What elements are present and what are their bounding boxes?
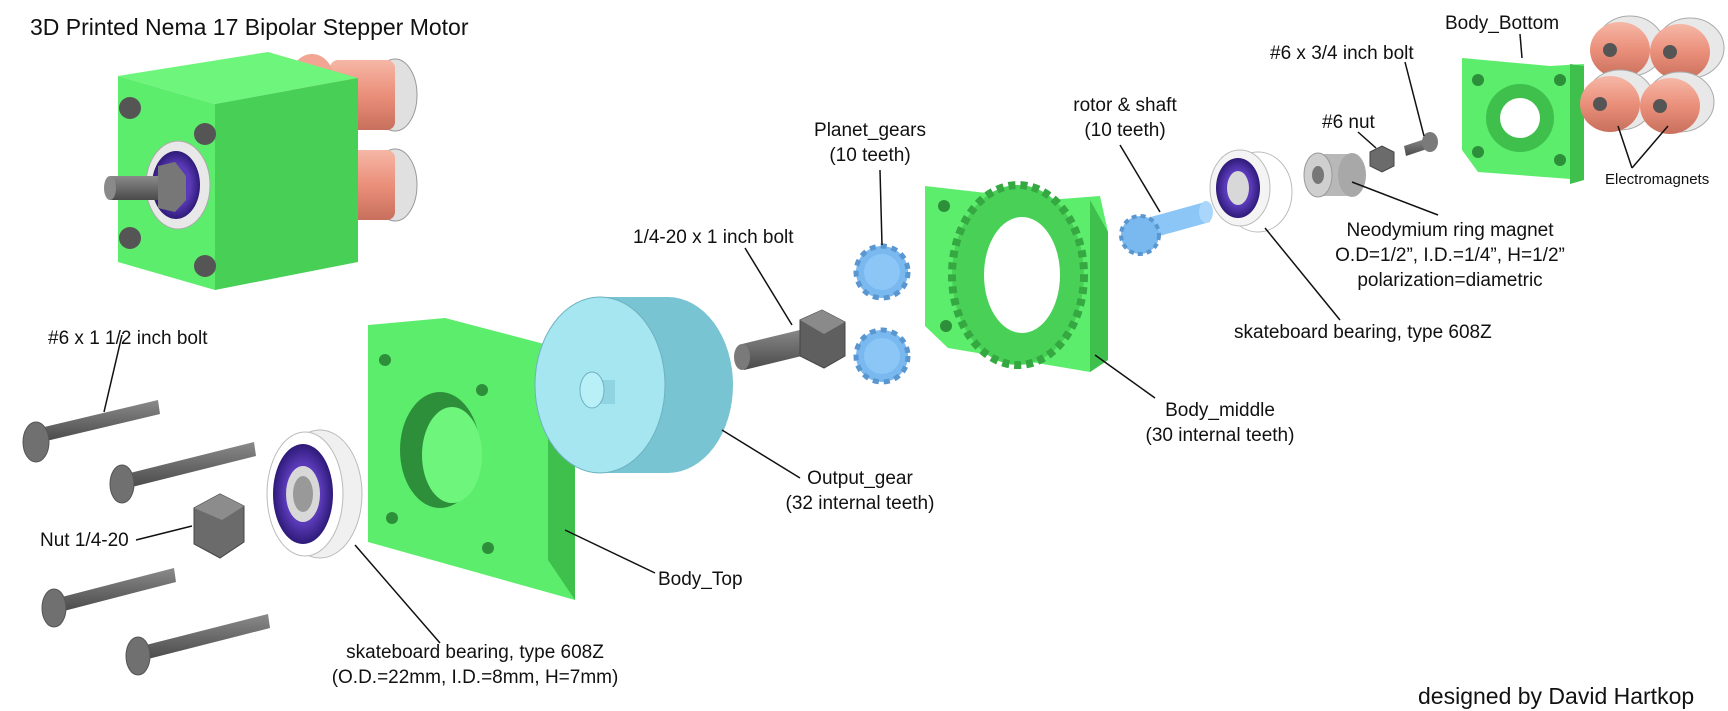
coil-2 [1650, 17, 1725, 80]
label-output-gear: Output_gear (32 internal teeth) [770, 466, 950, 516]
bolt-b [109, 442, 256, 504]
bolt-d [125, 614, 270, 676]
label-body-middle-line1: Body_middle [1165, 400, 1275, 421]
label-planet-gears-line2: (10 teeth) [829, 145, 911, 166]
bolts-6-long [22, 400, 270, 676]
label-electromagnets: Electromagnets [1605, 171, 1710, 188]
label-body-bottom: Body_Bottom [1445, 13, 1560, 34]
body-bottom [1462, 58, 1584, 184]
nut-quarter-20 [193, 493, 245, 559]
label-output-gear-line1: Output_gear [807, 468, 913, 489]
electromagnets [1580, 15, 1725, 134]
label-body-middle-line2: (30 internal teeth) [1145, 425, 1295, 446]
label-front-bearing: skateboard bearing, type 608Z (O.D.=22mm… [310, 640, 640, 690]
label-body-top: Body_Top [658, 569, 743, 590]
label-ring-magnet: Neodymium ring magnet O.D=1/2”, I.D.=1/4… [1300, 218, 1600, 293]
label-rotor-shaft-line2: (10 teeth) [1084, 120, 1166, 141]
rear-bearing [1209, 149, 1293, 233]
label-ring-magnet-line2: O.D=1/2”, I.D.=1/4”, H=1/2” [1335, 245, 1565, 266]
assembled-motor [104, 52, 418, 290]
planet-gear-upper [853, 243, 911, 301]
label-rotor-shaft: rotor & shaft (10 teeth) [1055, 93, 1195, 143]
label-body-middle: Body_middle (30 internal teeth) [1125, 398, 1315, 448]
label-nut-6: #6 nut [1322, 112, 1375, 133]
quarter-20-bolt [734, 309, 846, 370]
label-planet-gears: Planet_gears (10 teeth) [800, 118, 940, 168]
output-gear [534, 296, 733, 474]
label-planet-gears-line1: Planet_gears [814, 120, 926, 141]
diagram-title: 3D Printed Nema 17 Bipolar Stepper Motor [30, 14, 469, 40]
label-output-gear-line2: (32 internal teeth) [785, 493, 935, 514]
body-top [368, 318, 575, 600]
ring-magnet [1303, 152, 1366, 198]
label-ring-magnet-line3: polarization=diametric [1357, 270, 1543, 291]
label-nut-quarter-20: Nut 1/4-20 [40, 530, 129, 551]
label-rotor-shaft-line1: rotor & shaft [1073, 95, 1177, 116]
label-rear-bearing: skateboard bearing, type 608Z [1234, 322, 1492, 343]
label-front-bearing-line1: skateboard bearing, type 608Z [346, 642, 604, 663]
leader-lines [103, 33, 1669, 644]
coil-4 [1640, 71, 1715, 134]
front-bearing [266, 429, 363, 559]
label-front-bearing-line2: (O.D.=22mm, I.D.=8mm, H=7mm) [331, 667, 619, 688]
nut-6 [1369, 145, 1395, 173]
label-quarter-20-bolt: 1/4-20 x 1 inch bolt [633, 227, 794, 248]
planet-gears [853, 243, 911, 385]
coil-1 [1590, 15, 1665, 78]
planet-gear-lower [853, 327, 911, 385]
rotor-shaft [1119, 201, 1213, 256]
body-middle [925, 181, 1108, 372]
label-bolt-6-long: #6 x 1 1/2 inch bolt [48, 328, 208, 349]
bolt-c [41, 568, 176, 628]
label-bolt-6-short: #6 x 3/4 inch bolt [1270, 43, 1414, 64]
bolt-a [22, 400, 160, 463]
designer-credit: designed by David Hartkop [1418, 683, 1695, 709]
bolt-6-short [1404, 132, 1438, 156]
label-ring-magnet-line1: Neodymium ring magnet [1346, 220, 1554, 241]
